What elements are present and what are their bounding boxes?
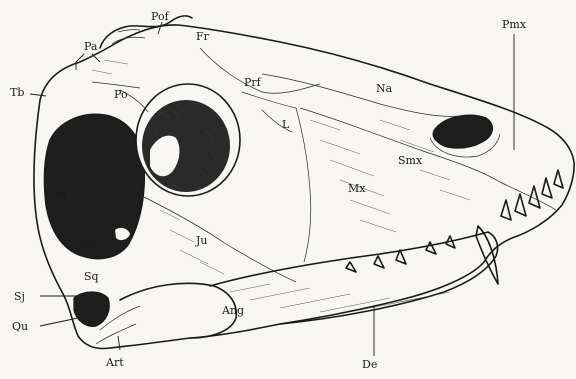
label-l: L [282,118,290,131]
label-qu-lower: Qu [12,320,28,333]
suture-prefrontal [242,92,311,262]
incisor-5 [554,170,563,188]
label-sq-upper: Sq [52,186,67,199]
postcanine-2 [374,256,384,268]
label-pa: Pa [84,40,98,53]
label-qu-upper: Qu [80,236,96,249]
label-smx: Smx [398,154,423,167]
label-na: Na [376,82,393,95]
incisor-4 [501,200,511,220]
dentary-texture [230,284,450,312]
postcanine-4 [426,242,436,254]
suture-jugal [142,196,296,282]
postcanine-3 [346,262,356,272]
label-prf: Prf [244,76,262,89]
label-ju: Ju [195,234,208,247]
label-ang: Ang [221,304,244,317]
label-mx: Mx [348,182,366,195]
leader-pof [158,22,162,34]
label-pof: Pof [151,10,170,23]
label-tb: Tb [10,86,24,99]
parietal-crest [100,16,192,48]
label-fr: Fr [196,30,210,43]
label-pmx: Pmx [502,18,527,31]
leader-pa-2 [92,54,100,62]
label-art: Art [105,356,124,369]
suture-maxilla [300,108,556,210]
label-de: De [362,358,377,371]
incisor-2 [529,186,540,208]
incisor-1 [542,178,552,198]
label-po: Po [114,88,128,101]
angular [120,283,236,338]
nostril [433,115,492,148]
postcanine-1 [396,250,406,264]
leader-tb [30,94,46,96]
suture-nasal [262,74,460,116]
upper-teeth [346,170,563,284]
incisor-3 [515,194,526,216]
quadrate-dark [74,292,109,326]
label-sq-lower: Sq [84,270,99,283]
label-sj: Sj [14,290,25,303]
